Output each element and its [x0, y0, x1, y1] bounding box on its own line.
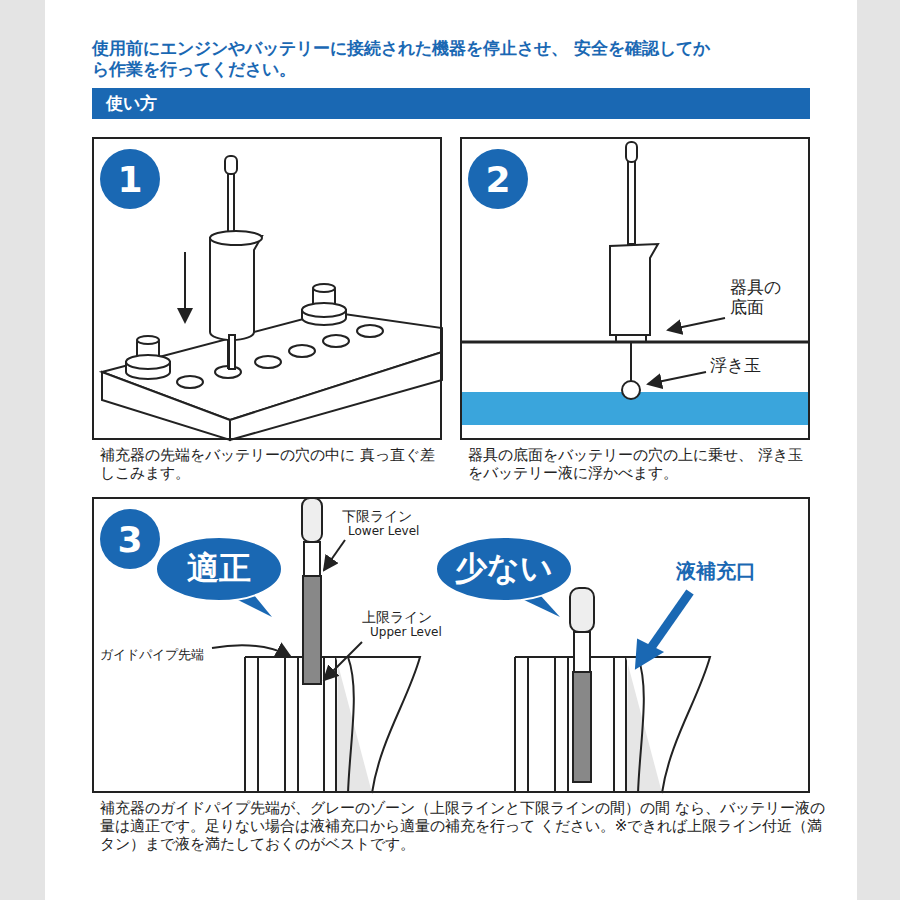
- battery-drawing: [102, 156, 442, 440]
- speech-bubble: 少ない: [434, 535, 574, 621]
- step-panel: 補充器の先端をバッテリーの穴の中に 真っ直ぐ差しこみます。1: [92, 137, 442, 440]
- part-label: 器具の 底面: [730, 278, 800, 317]
- part-label: 下限ライン: [342, 508, 412, 524]
- part-label: Lower Level: [348, 525, 419, 539]
- part-label: Upper Level: [370, 626, 442, 640]
- number-text: 1: [117, 159, 142, 200]
- bubble-text: 適正: [187, 547, 251, 591]
- step-number: 3: [100, 509, 160, 569]
- number-text: 2: [485, 159, 510, 200]
- step-number: 1: [100, 149, 160, 209]
- part-label: ガイドパイプ先端: [100, 648, 204, 663]
- step-caption: 補充器の先端をバッテリーの穴の中に 真っ直ぐ差しこみます。: [100, 446, 440, 482]
- step-caption: 器具の底面をバッテリーの穴の上に乗せ、 浮き玉をバッテリー液に浮かべます。: [468, 446, 813, 482]
- section-band: 使い方: [92, 88, 810, 119]
- level-drawing: [212, 498, 710, 793]
- step-panel: 補充器のガイドパイプ先端が、グレーのゾーン（上限ラインと下限ラインの間）の間 な…: [92, 497, 810, 793]
- part-label: 上限ライン: [362, 609, 432, 625]
- band-text: 使い方: [106, 92, 796, 115]
- bubble-text: 少ない: [455, 547, 553, 591]
- part-label: 液補充口: [676, 560, 756, 583]
- page-title: 使用前にエンジンやバッテリーに接続された機器を停止させ、 安全を確認してから作業…: [92, 38, 712, 81]
- step-number: 2: [468, 149, 528, 209]
- number-text: 3: [117, 519, 142, 560]
- step-caption: 補充器のガイドパイプ先端が、グレーのゾーン（上限ラインと下限ラインの間）の間 な…: [100, 799, 830, 853]
- float-drawing: [461, 142, 809, 425]
- part-label: 浮き玉: [710, 356, 761, 376]
- speech-bubble: 適正: [154, 535, 284, 621]
